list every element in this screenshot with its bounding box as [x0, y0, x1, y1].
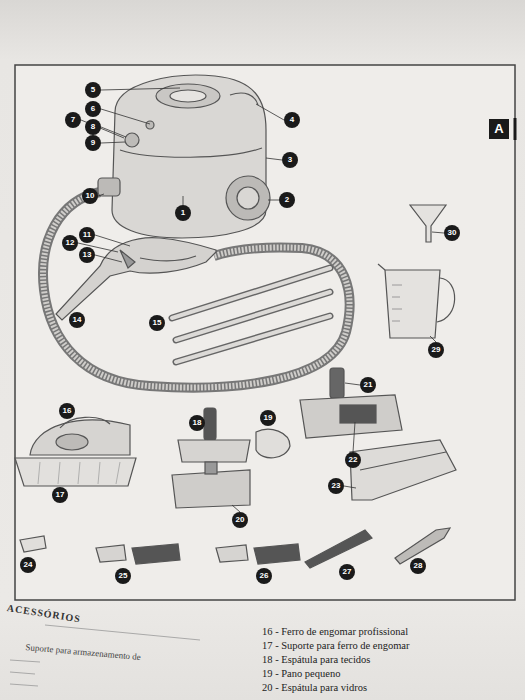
callout-number: 20: [232, 512, 248, 528]
callout-number: 1: [175, 205, 191, 221]
callout-number: 6: [85, 101, 101, 117]
canister: [98, 75, 270, 238]
callout-number: 23: [328, 478, 344, 494]
list-item: 18 - Espátula para tecidos: [262, 654, 370, 665]
callout-number: 16: [59, 403, 75, 419]
extension-tubes: [172, 268, 330, 362]
callout-number: 21: [360, 377, 376, 393]
leader-lines: [78, 88, 444, 512]
list-item: 19 - Pano pequeno: [262, 668, 340, 679]
callout-number: 11: [79, 227, 95, 243]
callout-number: 19: [260, 410, 276, 426]
callout-number: 22: [345, 452, 361, 468]
callout-number: 13: [79, 247, 95, 263]
list-item: 16 - Ferro de engomar profissional: [262, 626, 408, 637]
callout-number: 9: [85, 135, 101, 151]
steam-gun: [56, 238, 216, 320]
callout-number: 30: [444, 225, 460, 241]
callout-number: 2: [279, 192, 295, 208]
frame: [15, 65, 515, 600]
callout-number: 25: [115, 568, 131, 584]
callout-number: 27: [339, 564, 355, 580]
callout-number: 8: [85, 119, 101, 135]
callout-number: 24: [20, 557, 36, 573]
callout-number: 3: [282, 152, 298, 168]
callout-number: 17: [52, 487, 68, 503]
brushes-and-cloths: [20, 368, 456, 568]
callout-number: 14: [69, 312, 85, 328]
callout-number: 10: [82, 188, 98, 204]
callout-number: 12: [62, 235, 78, 251]
bottom-rules: [10, 625, 200, 686]
figure-tab: A: [489, 119, 509, 139]
callout-number: 29: [428, 342, 444, 358]
callout-number: 26: [256, 568, 272, 584]
list-item: 20 - Espátula para vidros: [262, 682, 367, 693]
list-item: 17 - Suporte para ferro de engomar: [262, 640, 410, 651]
funnel-and-jug: [378, 205, 455, 338]
iron-and-stand: [15, 417, 136, 486]
list-item: Suporte para armazenamento de: [25, 642, 141, 662]
callout-number: 18: [189, 415, 205, 431]
section-heading: ACESSÓRIOS: [6, 602, 81, 625]
callout-number: 7: [65, 112, 81, 128]
callout-number: 5: [85, 82, 101, 98]
callout-number: 15: [149, 315, 165, 331]
callout-number: 28: [410, 558, 426, 574]
callout-number: 4: [284, 112, 300, 128]
